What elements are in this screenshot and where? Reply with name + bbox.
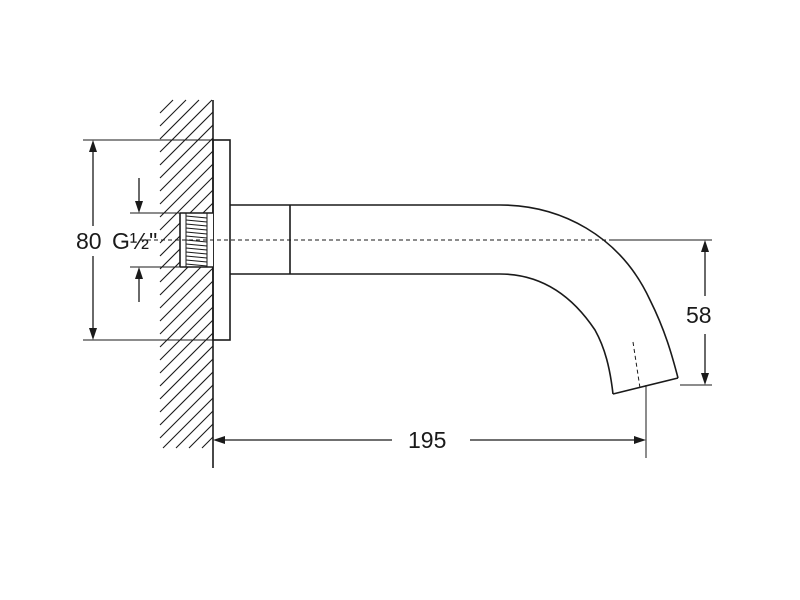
thread-line [185, 219, 208, 223]
hatch-line [159, 332, 214, 387]
hatch-line [159, 345, 214, 400]
hatch-line [159, 267, 214, 322]
hatch-line [159, 111, 214, 166]
dimension-195 [213, 436, 646, 444]
thread-line [185, 251, 208, 255]
hatch-line [188, 423, 214, 449]
thread-line [185, 255, 208, 259]
hatch-line [159, 124, 214, 179]
hatch-line [175, 410, 214, 449]
hatch-line [159, 176, 214, 231]
hatch-line [159, 280, 214, 335]
hatch-line [159, 306, 214, 361]
hatch-line [159, 99, 213, 153]
dimension-label-thread: G½" [112, 228, 157, 254]
spout-body [290, 204, 679, 395]
thread-line [185, 227, 208, 231]
hatch-line [159, 319, 214, 374]
hatch-line [159, 293, 214, 348]
hatch-line [159, 99, 187, 127]
hatch-line [159, 163, 214, 218]
thread-line [185, 223, 208, 227]
hatch-line [159, 99, 200, 140]
thread-line [185, 259, 208, 263]
hatch-line [159, 99, 174, 114]
dimension-label-195: 195 [408, 427, 446, 453]
hatch-line [159, 358, 214, 413]
wall-hatching [159, 99, 214, 449]
hatch-line [159, 371, 214, 426]
hatch-line [162, 397, 214, 449]
thread-line [185, 263, 208, 267]
thread-line [185, 235, 208, 239]
hatch-line [159, 150, 214, 205]
extension-lines [83, 139, 712, 458]
hatch-line [159, 137, 214, 192]
thread-line [185, 215, 208, 219]
dimension-thread [135, 178, 143, 302]
thread-line [185, 231, 208, 235]
dimension-58 [701, 240, 709, 385]
dimension-label-80: 80 [76, 228, 102, 254]
hatch-line [159, 384, 214, 439]
thread-line [185, 243, 208, 247]
dimension-label-58: 58 [686, 302, 712, 328]
hatch-line [201, 436, 214, 449]
dimension-80 [89, 140, 97, 340]
thread-line [185, 247, 208, 251]
